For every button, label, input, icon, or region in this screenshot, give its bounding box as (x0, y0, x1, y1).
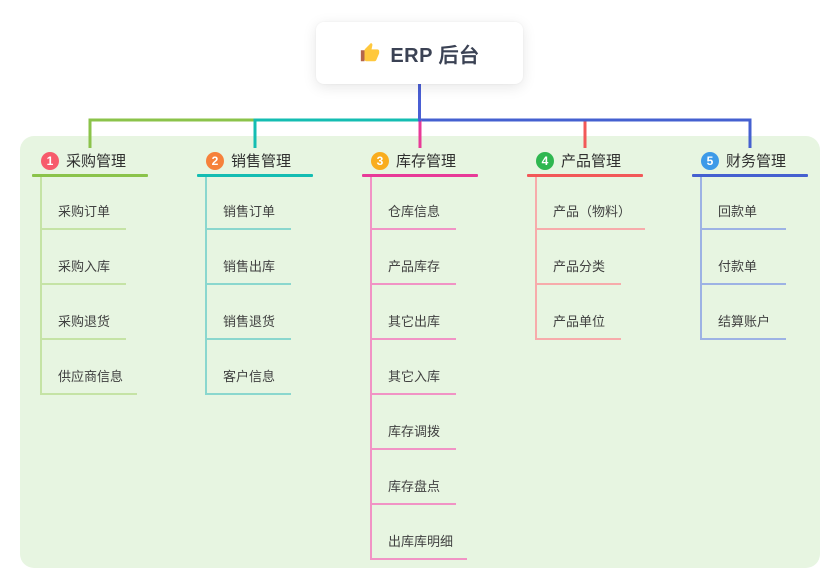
branch-spine-line (700, 177, 702, 340)
mindmap-child-node[interactable]: 客户信息 (205, 367, 291, 395)
branch-underline (197, 174, 313, 177)
branch-spine-line (40, 177, 42, 395)
connector-branch-5 (419, 118, 752, 148)
mindmap-child-node[interactable]: 产品单位 (535, 312, 621, 340)
mindmap-panel (20, 136, 820, 568)
mindmap-child-node[interactable]: 销售订单 (205, 202, 291, 230)
thumbs-up-icon (361, 42, 380, 62)
branch-underline (527, 174, 643, 177)
branch-label-1[interactable]: 1 采购管理 (32, 147, 148, 174)
branch-spine-line (205, 177, 207, 395)
connector-branch-4 (419, 118, 587, 148)
mindmap-child-node[interactable]: 采购订单 (40, 202, 126, 230)
connector-branch-2 (253, 118, 420, 148)
branch-number-badge: 1 (41, 151, 59, 170)
root-title: ERP 后台 (390, 44, 480, 67)
root-node[interactable]: ERP 后台 (316, 22, 523, 84)
mindmap-child-node[interactable]: 回款单 (700, 202, 786, 230)
branch-title: 财务管理 (726, 153, 787, 170)
mindmap-child-node[interactable]: 出库库明细 (370, 532, 468, 560)
mindmap-child-node[interactable]: 其它入库 (370, 367, 456, 395)
branch-underline (362, 174, 478, 177)
branch-underline (692, 174, 808, 177)
branch-label-5[interactable]: 5 财务管理 (692, 147, 808, 174)
branch-label-4[interactable]: 4 产品管理 (527, 147, 643, 174)
branch-title: 销售管理 (231, 153, 292, 170)
mindmap-child-node[interactable]: 库存调拨 (370, 422, 456, 450)
branch-number-badge: 2 (206, 151, 224, 170)
branch-number-badge: 3 (371, 151, 389, 170)
branch-spine-line (535, 177, 537, 340)
mindmap-child-node[interactable]: 销售出库 (205, 257, 291, 285)
mindmap-child-node[interactable]: 其它出库 (370, 312, 456, 340)
branch-title: 产品管理 (561, 153, 622, 170)
branch-title: 库存管理 (396, 153, 457, 170)
branch-label-3[interactable]: 3 库存管理 (362, 147, 478, 174)
mindmap-child-node[interactable]: 供应商信息 (40, 367, 138, 395)
mindmap-child-node[interactable]: 产品分类 (535, 257, 621, 285)
mindmap-child-node[interactable]: 仓库信息 (370, 202, 456, 230)
branch-underline (32, 174, 148, 177)
branch-number-badge: 4 (536, 151, 554, 170)
mindmap-child-node[interactable]: 产品（物料） (535, 202, 646, 230)
branch-spine-line (370, 177, 372, 560)
mindmap-child-node[interactable]: 产品库存 (370, 257, 456, 285)
branch-label-2[interactable]: 2 销售管理 (197, 147, 313, 174)
mindmap-child-node[interactable]: 付款单 (700, 257, 786, 285)
mindmap-child-node[interactable]: 库存盘点 (370, 477, 456, 505)
mindmap-child-node[interactable]: 采购退货 (40, 312, 126, 340)
mindmap-child-node[interactable]: 采购入库 (40, 257, 126, 285)
mindmap-child-node[interactable]: 销售退货 (205, 312, 291, 340)
branch-number-badge: 5 (701, 151, 719, 170)
branch-title: 采购管理 (66, 153, 127, 170)
mindmap-child-node[interactable]: 结算账户 (700, 312, 786, 340)
